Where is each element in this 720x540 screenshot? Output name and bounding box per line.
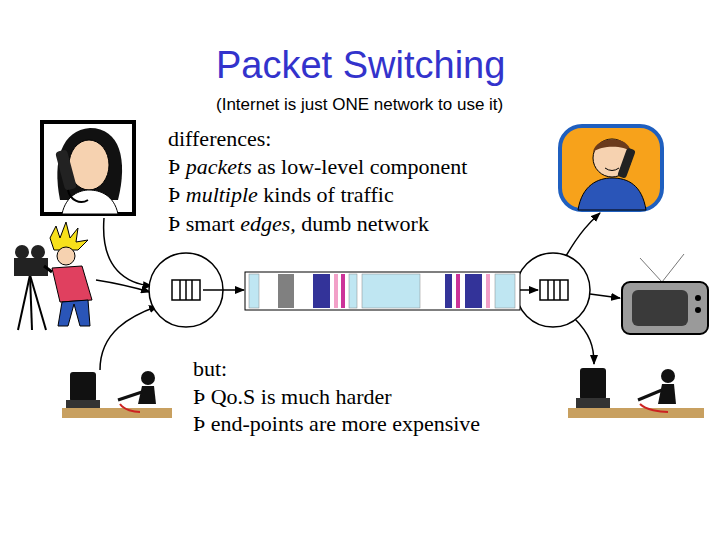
emphasis: packets	[186, 154, 252, 179]
camera-clipart	[30, 275, 46, 330]
camera-clipart	[14, 222, 92, 330]
tv-clipart	[632, 290, 688, 326]
receiver-clipart	[617, 148, 636, 179]
bullet-point: Þ packets as low-level component	[168, 154, 467, 180]
computer-user-clipart	[62, 408, 172, 418]
computer-user-clipart	[138, 386, 156, 404]
packet-stream	[486, 274, 490, 308]
packet-stream	[465, 274, 482, 308]
receiver-clipart	[560, 126, 662, 210]
packet-stream	[313, 274, 330, 308]
camera-clipart	[14, 258, 48, 276]
caller-clipart	[62, 190, 118, 214]
computer-user-clipart	[568, 408, 704, 418]
camera-clipart	[44, 266, 52, 272]
router	[203, 289, 244, 291]
camera-clipart	[58, 300, 90, 326]
computer-user-clipart	[638, 390, 662, 400]
router	[172, 280, 200, 300]
computer-user-clipart	[70, 372, 96, 402]
computer-user-clipart	[576, 398, 610, 408]
list-heading: differences:	[168, 126, 271, 152]
camera-clipart	[31, 245, 45, 259]
computer-user-clipart	[661, 369, 675, 383]
bullet-point: Þ multiple kinds of traffic	[168, 182, 394, 208]
tv-clipart	[695, 307, 701, 313]
router	[553, 280, 555, 300]
router	[559, 280, 561, 300]
router	[179, 280, 181, 300]
computer-user-clipart	[120, 404, 140, 412]
tv-clipart	[695, 295, 701, 301]
computer-user-clipart	[658, 384, 676, 404]
computer-user-clipart	[640, 404, 668, 412]
packet-stream	[249, 274, 259, 308]
packet-stream	[341, 274, 345, 308]
access-link	[96, 280, 150, 292]
computer-user-clipart	[118, 392, 142, 400]
packet-stream	[245, 272, 520, 310]
computer-user-clipart	[568, 368, 704, 418]
router	[191, 280, 193, 300]
camera-clipart	[57, 247, 75, 265]
router	[520, 289, 538, 291]
emphasis: edges,	[240, 211, 296, 236]
tv-clipart	[622, 254, 708, 334]
packet-stream	[362, 274, 420, 308]
subtitle: (Internet is just ONE network to use it)	[216, 95, 503, 115]
caller-clipart	[55, 149, 77, 191]
camera-clipart	[50, 222, 88, 250]
router	[516, 253, 590, 327]
router	[516, 253, 590, 327]
camera-clipart	[18, 275, 30, 330]
packet-stream	[349, 274, 357, 308]
packet-stream	[445, 274, 452, 308]
packet-stream	[456, 274, 460, 308]
caller-clipart	[68, 190, 88, 202]
caller-clipart	[42, 122, 134, 214]
router	[185, 280, 187, 300]
access-link	[574, 318, 594, 364]
packet-stream	[245, 272, 520, 310]
slide-title: Packet Switching	[216, 44, 505, 87]
access-link	[104, 218, 152, 286]
bullet-point: Þ smart edges, dumb network	[168, 211, 429, 237]
emphasis: multiple	[186, 182, 258, 207]
caller-clipart	[42, 122, 134, 214]
access-link	[566, 213, 600, 256]
receiver-clipart	[593, 139, 631, 152]
bullet-point: Þ end-points are more expensive	[193, 411, 480, 437]
camera-clipart	[52, 266, 92, 302]
packet-stream	[278, 274, 294, 308]
computer-user-clipart	[580, 368, 606, 400]
router	[540, 280, 568, 300]
bullet-point: Þ Qo.S is much harder	[193, 384, 392, 410]
computer-user-clipart	[66, 400, 100, 408]
camera-clipart	[15, 245, 29, 259]
tv-clipart	[640, 258, 662, 282]
computer-user-clipart	[141, 371, 155, 385]
tv-clipart	[622, 282, 708, 334]
access-link	[590, 294, 620, 298]
access-link	[100, 306, 158, 370]
list-heading: but:	[193, 356, 227, 382]
access-link	[96, 213, 620, 370]
receiver-clipart	[560, 126, 662, 210]
router	[149, 253, 244, 327]
computer-user-clipart	[62, 371, 172, 418]
receiver-clipart	[578, 178, 646, 210]
packet-stream	[334, 274, 338, 308]
router	[547, 280, 549, 300]
packet-stream	[495, 274, 515, 308]
tv-clipart	[662, 254, 684, 282]
receiver-clipart	[605, 168, 619, 171]
